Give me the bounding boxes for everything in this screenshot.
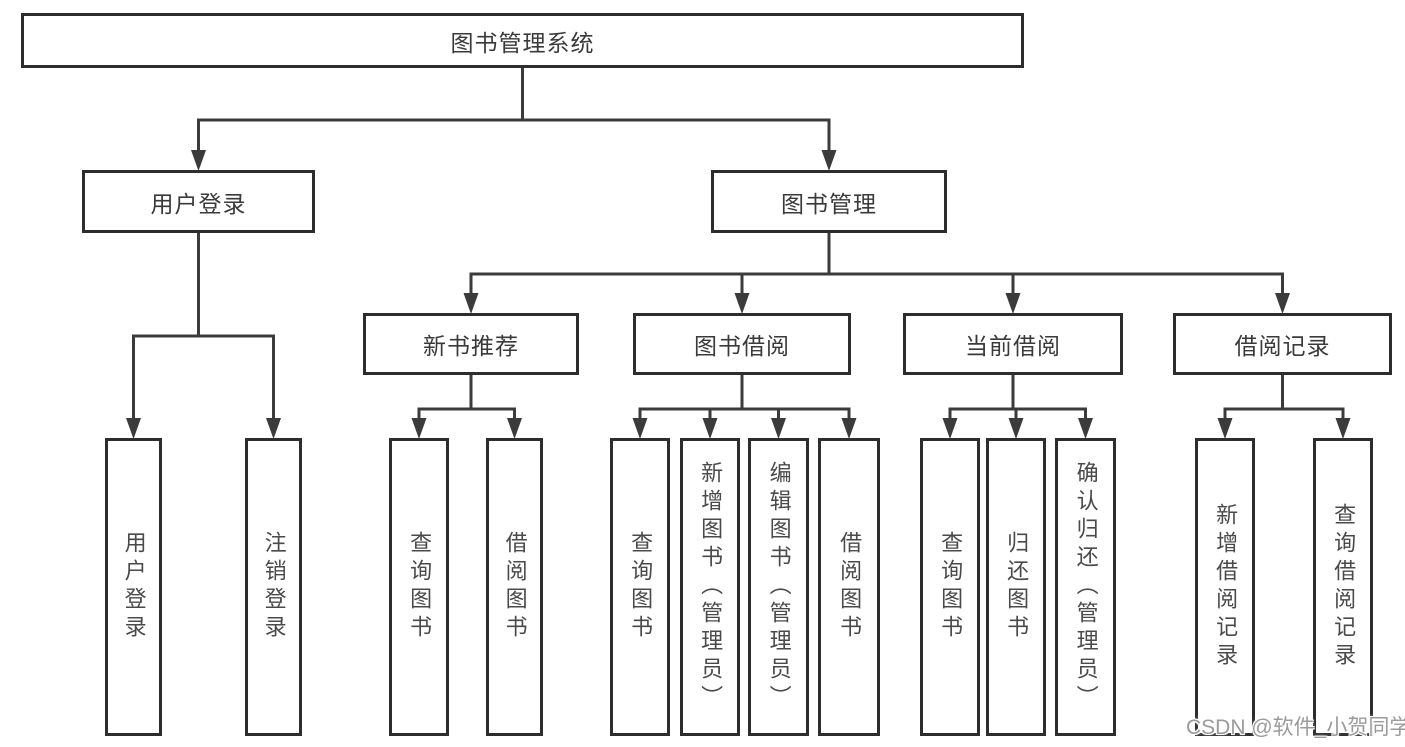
leaf-query-book-current-label: 查询图书 [938, 531, 964, 643]
arrowhead-icon [1217, 418, 1233, 439]
node-book-management-label: 图书管理 [781, 190, 877, 217]
node-user-login-label: 用户登录 [150, 190, 247, 217]
node-current-borrow: 当前借阅 [903, 313, 1123, 375]
leaf-query-borrow-record-label: 查询借阅记录 [1331, 503, 1357, 671]
leaf-add-book-admin: 新增图书（管理员） [680, 438, 740, 736]
arrowhead-icon [126, 418, 141, 439]
node-borrow-records-label: 借阅记录 [1234, 333, 1331, 359]
arrowhead-icon [266, 418, 281, 439]
node-book-borrow: 图书借阅 [633, 313, 851, 375]
leaf-logout-label: 注销登录 [261, 531, 287, 643]
node-root-system: 图书管理系统 [21, 13, 1024, 68]
node-borrow-records: 借阅记录 [1173, 313, 1392, 375]
connector-bookborrow-to-leaves [638, 373, 851, 426]
leaf-user-login: 用户登录 [105, 438, 162, 736]
node-new-book-recommend: 新书推荐 [363, 313, 579, 375]
connector-bookmgmt-to-level3 [469, 231, 1284, 301]
leaf-return-book-label: 归还图书 [1004, 531, 1030, 643]
leaf-confirm-return-admin-label: 确认归还（管理员） [1073, 461, 1099, 713]
arrowhead-icon [1005, 293, 1021, 314]
arrowhead-icon [841, 418, 857, 439]
leaf-borrow-book: 借阅图书 [818, 438, 880, 736]
connector-currentborrow-to-leaves [948, 373, 1087, 426]
arrowhead-icon [1078, 418, 1093, 439]
leaf-borrow-book-recommend-label: 借阅图书 [502, 531, 528, 643]
csdn-watermark: CSDN @软件_小贺同学 [1186, 716, 1405, 739]
arrowhead-icon [463, 293, 479, 314]
leaf-query-book-recommend-label: 查询图书 [407, 531, 433, 643]
node-root-system-label: 图书管理系统 [450, 29, 595, 56]
node-current-borrow-label: 当前借阅 [965, 333, 1061, 359]
leaf-return-book: 归还图书 [986, 438, 1046, 736]
arrowhead-icon [632, 418, 648, 439]
node-user-login: 用户登录 [82, 170, 315, 233]
arrowhead-icon [771, 418, 786, 439]
leaf-query-book-recommend: 查询图书 [389, 438, 449, 736]
leaf-borrow-book-recommend: 借阅图书 [486, 438, 543, 736]
leaf-confirm-return-admin: 确认归还（管理员） [1055, 438, 1116, 736]
leaf-edit-book-admin-label: 编辑图书（管理员） [766, 461, 792, 713]
connector-newbook-to-leaves [417, 373, 516, 426]
arrowhead-icon [702, 418, 718, 439]
arrowhead-icon [734, 293, 750, 314]
arrowhead-icon [821, 150, 837, 171]
leaf-query-book-borrow-label: 查询图书 [628, 531, 654, 643]
leaf-edit-book-admin: 编辑图书（管理员） [748, 438, 809, 736]
arrowhead-icon [411, 418, 427, 439]
leaf-add-borrow-record-label: 新增借阅记录 [1213, 503, 1239, 671]
leaf-add-book-admin-label: 新增图书（管理员） [698, 461, 724, 713]
arrowhead-icon [1275, 293, 1290, 314]
node-new-book-recommend-label: 新书推荐 [423, 333, 519, 359]
leaf-query-book-borrow: 查询图书 [610, 438, 670, 736]
leaf-borrow-book-label: 借阅图书 [837, 531, 863, 643]
node-book-management: 图书管理 [711, 170, 947, 233]
connector-borrowrecord-to-leaves [1223, 373, 1345, 426]
arrowhead-icon [1335, 418, 1351, 439]
arrowhead-icon [507, 418, 522, 439]
arrowhead-icon [942, 418, 958, 439]
leaf-user-login-label: 用户登录 [121, 531, 147, 643]
leaf-query-book-current: 查询图书 [920, 438, 980, 736]
leaf-logout: 注销登录 [245, 438, 302, 736]
leaf-query-borrow-record: 查询借阅记录 [1313, 438, 1373, 736]
arrowhead-icon [191, 150, 206, 171]
connector-userlogin-to-leaves [132, 231, 275, 426]
arrowhead-icon [1008, 418, 1024, 439]
leaf-add-borrow-record: 新增借阅记录 [1195, 438, 1255, 736]
node-book-borrow-label: 图书借阅 [694, 333, 790, 359]
connector-root-to-level2 [197, 66, 831, 158]
